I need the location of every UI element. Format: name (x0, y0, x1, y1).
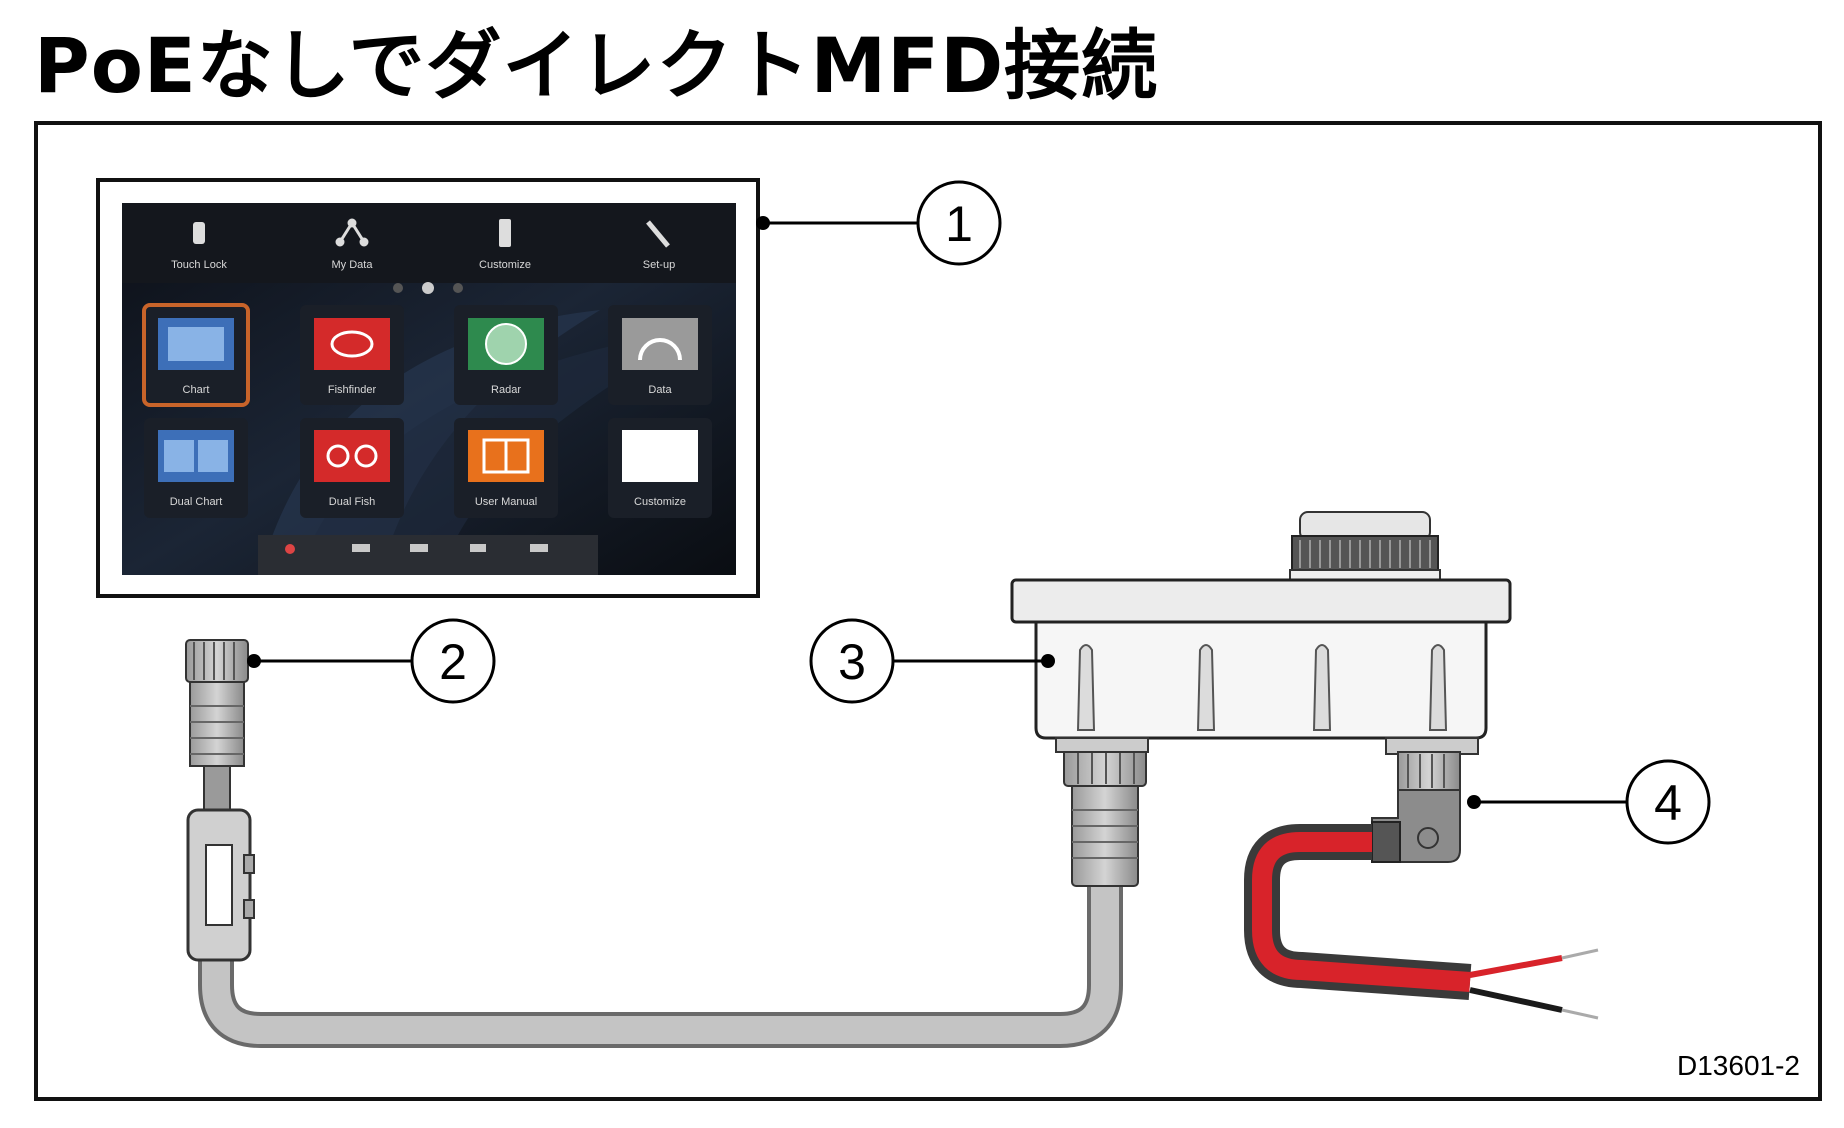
gauge-icon (622, 318, 698, 370)
fish-icon (314, 318, 390, 370)
diagram-frame (34, 121, 1822, 1101)
callout-number: 2 (439, 634, 467, 690)
callout-number: 4 (1654, 775, 1682, 831)
bottom-bar-icons (285, 544, 548, 554)
app-label: Radar (491, 384, 521, 396)
top-bar-label: My Data (332, 259, 374, 271)
app-tile-fishfinder: Fishfinder (300, 305, 404, 405)
page-title: PoEなしでダイレクトMFD接続 (34, 21, 1159, 110)
unit-module (1010, 511, 1512, 755)
power-cable (1244, 751, 1599, 1020)
rj-connector-left (185, 639, 249, 817)
device-icon (499, 219, 511, 247)
page-dot (393, 283, 403, 293)
app-tile-customize: Customize (608, 418, 712, 518)
bottom-bar (258, 535, 598, 575)
app-tile-user-manual: User Manual (454, 418, 558, 518)
top-bar-label: Touch Lock (171, 259, 227, 271)
app-tile-chart: Chart (142, 303, 250, 407)
black-wire (1469, 987, 1563, 1013)
app-label: Customize (634, 496, 686, 508)
app-label: Dual Chart (170, 496, 223, 508)
share-icon (335, 218, 369, 247)
top-bar-customize: Customize (479, 219, 531, 271)
callout-number: 1 (945, 196, 973, 252)
hand-icon (193, 222, 205, 244)
app-tile-radar: Radar (454, 305, 558, 405)
red-wire (1469, 955, 1563, 978)
top-bar-touch-lock: Touch Lock (171, 222, 227, 271)
app-label: Data (648, 384, 672, 396)
dual-fish-icon (314, 430, 390, 482)
app-tile-data: Data (608, 305, 712, 405)
callout-2: 2 (247, 618, 496, 704)
document-id: D13601-2 (1677, 1050, 1800, 1081)
page-dot (453, 283, 463, 293)
top-bar-label: Set-up (643, 259, 675, 271)
top-bar-my-data: My Data (332, 218, 374, 271)
app-label: User Manual (475, 496, 537, 508)
callout-1: 1 (756, 180, 1002, 266)
blank-icon (622, 430, 698, 482)
top-bar-label: Customize (479, 259, 531, 271)
network-cable (185, 639, 1147, 1048)
callout-4: 4 (1467, 759, 1711, 845)
app-tile-dual-chart: Dual Chart (144, 418, 248, 518)
callout-3: 3 (809, 618, 1055, 704)
ferrite-core (186, 808, 255, 962)
app-label: Dual Fish (329, 496, 375, 508)
wrench-icon (646, 220, 670, 248)
top-bar-setup: Set-up (643, 220, 675, 271)
power-connector (1371, 751, 1461, 863)
mfd-display: Touch Lock My Data Customize Set-up Char… (96, 178, 760, 598)
app-tile-dual-fish: Dual Fish (300, 418, 404, 518)
callout-number: 3 (838, 634, 866, 690)
app-label: Chart (183, 384, 210, 396)
app-label: Fishfinder (328, 384, 377, 396)
page-dot-active (422, 282, 434, 294)
rj-connector-right (1063, 745, 1147, 887)
